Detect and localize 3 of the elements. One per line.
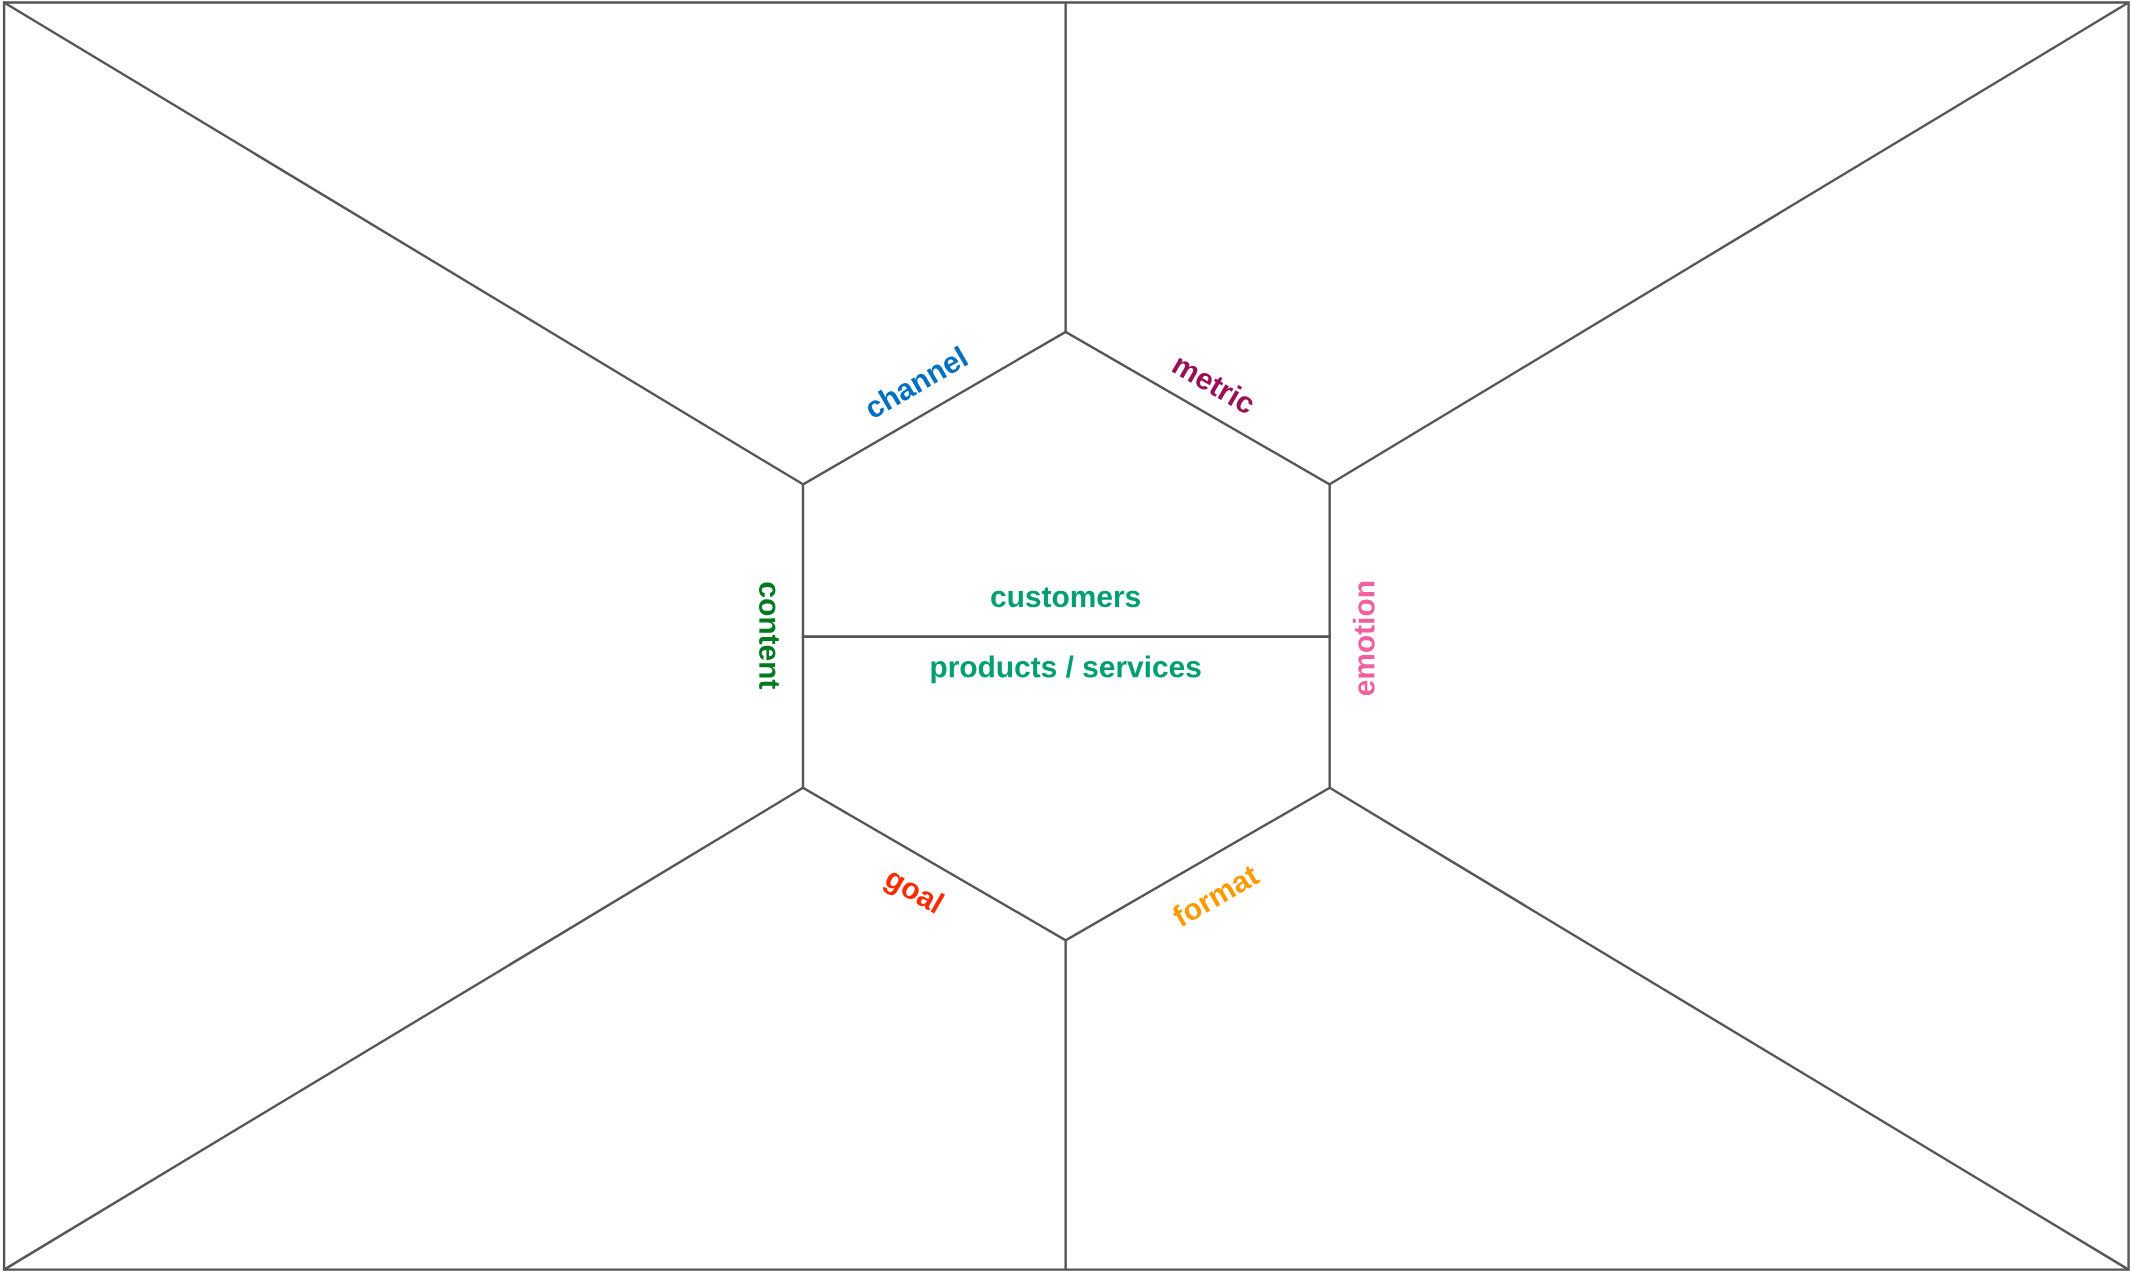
section-label: emotion xyxy=(1352,581,1375,696)
section-label: goal xyxy=(883,872,945,914)
section-label: content xyxy=(759,582,779,689)
